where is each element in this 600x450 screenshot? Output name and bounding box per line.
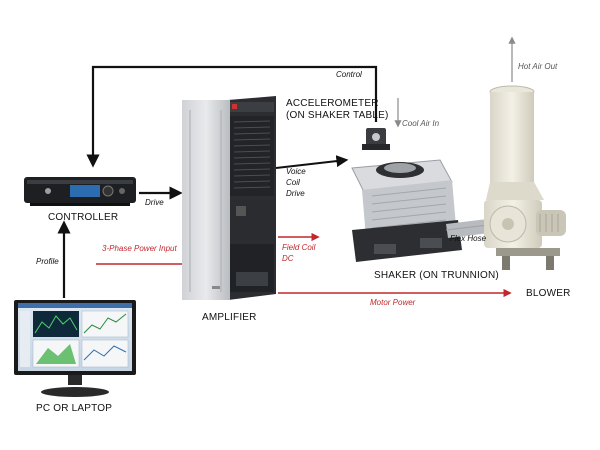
controller-unit [24, 177, 136, 206]
profile-signal-label: Profile [36, 257, 59, 266]
field-coil-label: Field Coil DC [282, 243, 316, 263]
shaker-label: SHAKER (ON TRUNNION) [374, 270, 499, 281]
pc-label: PC OR LAPTOP [36, 403, 113, 414]
blower-unit [484, 85, 566, 270]
hot-air-label: Hot Air Out [518, 62, 558, 71]
motor-power-label: Motor Power [370, 298, 416, 307]
voice-coil-drive-label: Voice Coil Drive [286, 167, 306, 198]
amplifier-rack [182, 96, 276, 300]
control-signal-label: Control [336, 70, 362, 79]
control-line [86, 65, 378, 168]
voice-coil-line [275, 155, 349, 169]
amplifier-label: AMPLIFIER [202, 312, 257, 323]
flex-hose-label: Flex Hose [450, 234, 487, 243]
pc-monitor [14, 300, 136, 397]
cool-air-label: Cool Air In [402, 119, 440, 128]
drive-signal-label: Drive [145, 198, 164, 207]
blower-label: BLOWER [526, 288, 571, 299]
accelerometer-sensor [362, 128, 390, 150]
shaker-unit [351, 159, 462, 262]
three-phase-label: 3-Phase Power Input [102, 244, 177, 253]
controller-label: CONTROLLER [48, 212, 119, 223]
accelerometer-label: ACCELEROMETER (ON SHAKER TABLE) [286, 98, 389, 121]
